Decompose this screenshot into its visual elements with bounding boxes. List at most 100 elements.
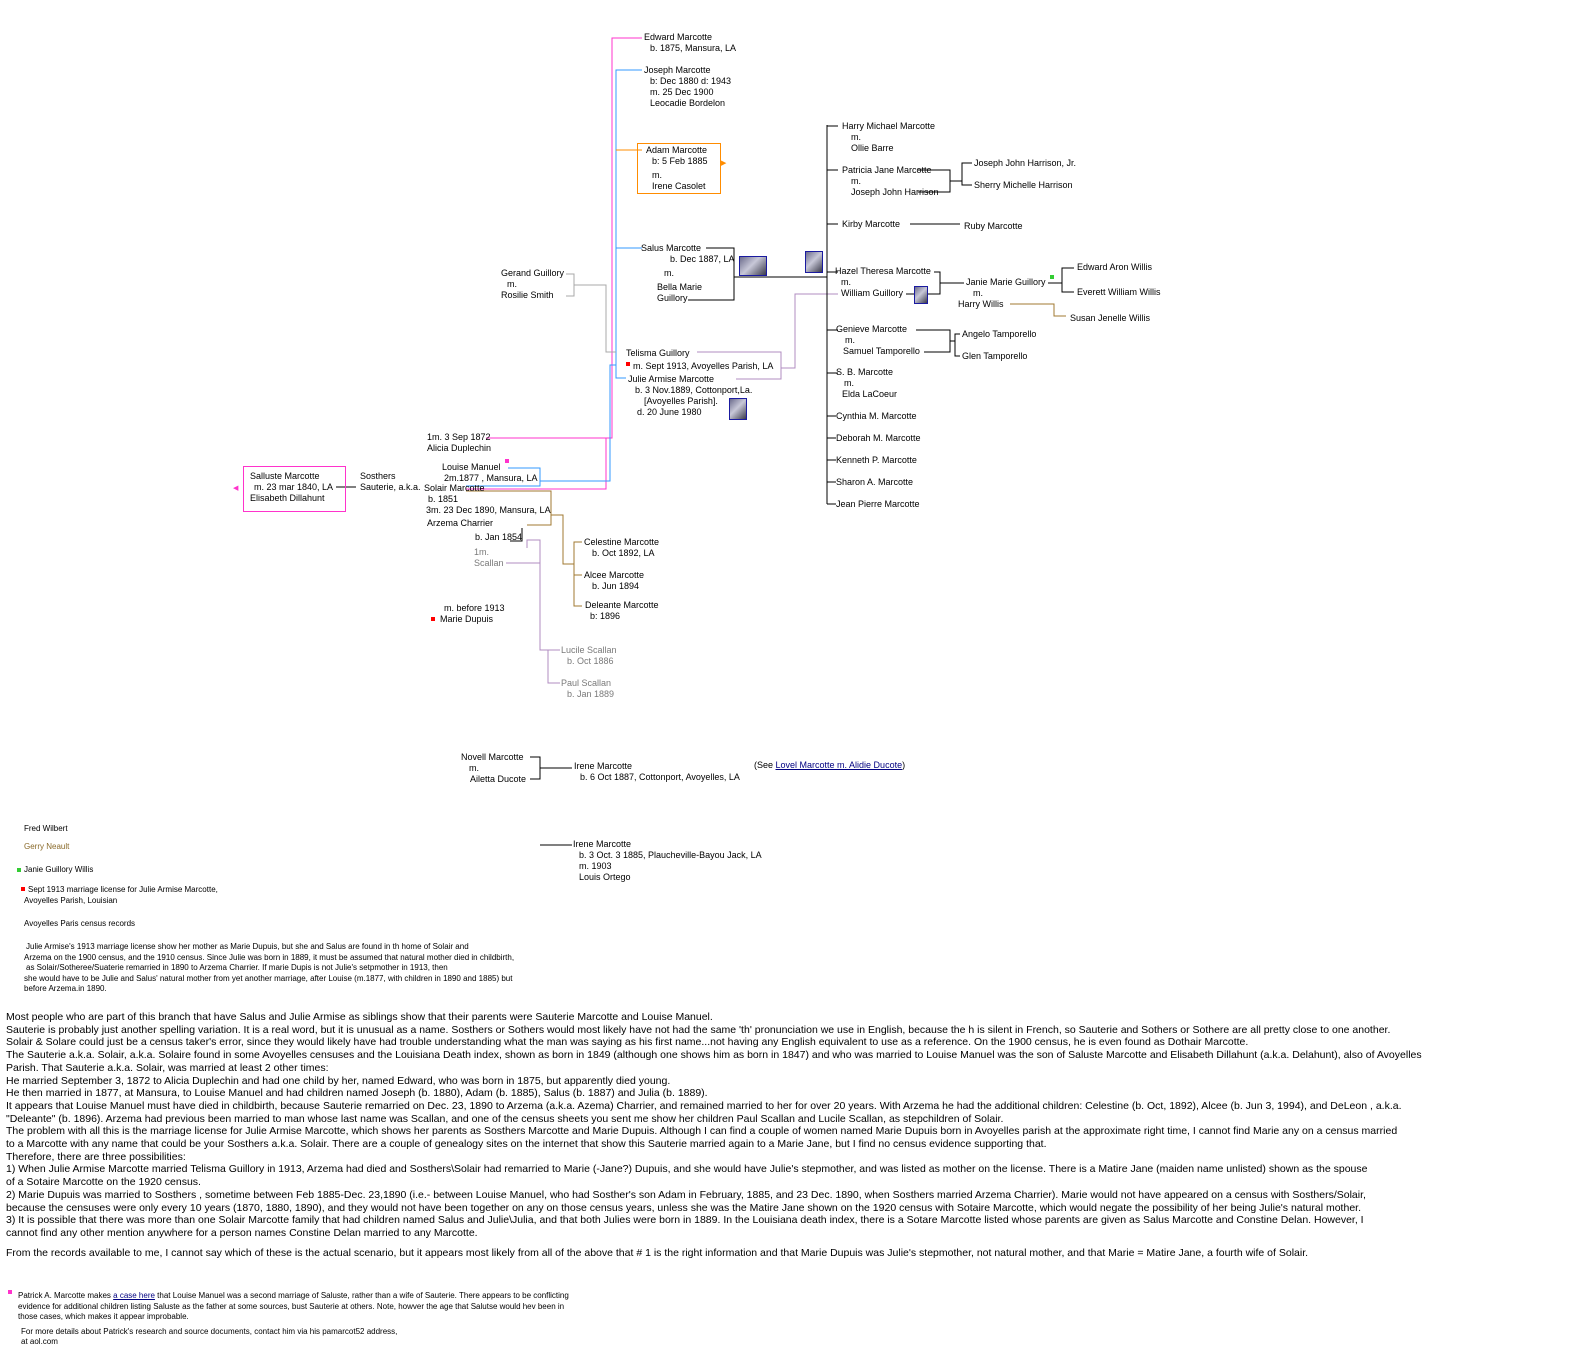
footnote-marker [8,1290,12,1294]
para-line-6: He then married in 1877, at Mansura, to … [6,1087,708,1100]
sb-spouse: Elda LaCoeur [842,389,898,399]
sosthers-node: Sosthers Sauterie, a.k.a. [360,471,421,493]
arzema-birth: b. Jan 1854 [475,532,523,542]
paul-name: Paul Scallan [561,678,612,688]
irene-1885-node: Irene Marcotte b. 3 Oct. 3 1885, Plauche… [573,839,762,883]
alcee-node: Alcee Marcotte b. Jun 1894 [584,570,644,592]
edward-birth: b. 1875, Mansura, LA [650,43,737,53]
sb-m: m. [844,378,854,388]
adam-box [637,143,721,194]
sharon-name: Sharon A. Marcotte [836,477,914,487]
adam-birth: b: 5 Feb 1885 [652,156,708,166]
lucile-node: Lucile Scallan b. Oct 1886 [561,645,617,667]
para-line-3: The Sauterie a.k.a. Solair, a.k.a. Solai… [6,1049,1422,1062]
legend-license-marker [21,887,25,891]
janie-spouse: Harry Willis [958,299,1004,309]
note-line-1: Julie Armise's 1913 marriage license sho… [26,942,469,951]
joseph-dates: b: Dec 1880 d: 1943 [650,76,732,86]
telisma-marriage-marker [626,362,630,366]
para-line-4: Parish. That Sauterie a.k.a. Solair, was… [6,1061,329,1074]
marriage-license-note: Julie Armise's 1913 marriage license sho… [24,942,514,995]
irene-1887-name: Irene Marcotte [574,761,633,771]
novell-m: m. [469,763,479,773]
footnote-line-2: evidence for additional children listing… [18,1301,565,1311]
legend-license-line-1: Sept 1913 marriage license for Julie Arm… [28,885,218,894]
arzema-node: Arzema Charrier b. Jan 1854 [427,518,522,543]
legend-gerry: Gerry Neault [24,842,70,851]
see-also-prefix: (See [754,760,776,770]
adam-right-arrow[interactable]: ▶ [721,160,727,167]
patricia-child-2: Sherry Michelle Harrison [974,180,1073,190]
second-marriage: 2m.1877 , Mansura, LA [444,473,538,483]
alcee-birth: b. Jun 1894 [592,581,640,591]
patricia-m: m. [851,176,861,186]
salluste-left-arrow[interactable]: ◀ [233,485,239,492]
celestine-node: Celestine Marcotte b. Oct 1892, LA [584,537,659,559]
gerand-name: Gerand Guillory [501,268,565,278]
para-line-13: of a Sotaire Marcotte on the 1920 census… [6,1176,201,1189]
salus-spouse-2: Guillory [657,293,688,303]
salus-node: Salus Marcotte b. Dec 1887, LA m. Bella … [641,243,735,304]
hazel-node: Hazel Theresa Marcotte m. William Guillo… [835,266,931,299]
gerand-m: m. [507,279,517,289]
deleante-node: Deleante Marcotte b: 1896 [585,600,659,622]
genieve-child-2: Glen Tamporello [962,351,1028,361]
julie-name: Julie Armise Marcotte [628,374,715,384]
analysis-text: Most people who are part of this branch … [6,1011,1566,1259]
para-line-9: The problem with all this is the marriag… [6,1125,1398,1138]
janie-child-2: Everett William Willis [1077,287,1161,297]
jean-pierre-name: Jean Pierre Marcotte [836,499,920,509]
para-line-16: 3) It is possible that there was more th… [6,1214,1364,1227]
alcee-name: Alcee Marcotte [584,570,645,580]
para-line-17: cannot find any other mention anywhere f… [6,1226,478,1239]
salus-photo[interactable] [739,256,767,276]
salluste-box [243,466,346,512]
edward-name: Edward Marcotte [644,32,713,42]
julie-photo[interactable] [729,398,747,420]
patricia-name: Patricia Jane Marcotte [842,165,932,175]
william-guillory-photo[interactable] [914,286,928,304]
salus-family-photo[interactable] [805,251,823,273]
harry-michael-name: Harry Michael Marcotte [842,121,936,131]
telisma-name: Telisma Guillory [626,348,690,358]
footnote-contact-1: For more details about Patrick's researc… [21,1326,398,1336]
solair-name: Solair Marcotte [424,483,485,493]
lucile-birth: b. Oct 1886 [567,656,614,666]
cynthia-name: Cynthia M. Marcotte [836,411,917,421]
para-line-0: Most people who are part of this branch … [6,1011,713,1023]
lovel-marcotte-link[interactable]: Lovel Marcotte m. Alidie Ducote [775,760,903,770]
irene-1887-birth: b. 6 Oct 1887, Cottonport, Avoyelles, LA [580,772,740,782]
solair-birth: b. 1851 [428,494,459,504]
footnote-line-3: those cases, which makes it appear impro… [18,1312,189,1321]
telisma-marriage: m. Sept 1913, Avoyelles Parish, LA [633,361,774,371]
genieve-node: Genieve Marcotte m. Samuel Tamporello [836,324,920,357]
para-line-1: Sauterie is probably just another spelli… [6,1023,1391,1036]
louise-name: Louise Manuel [442,462,501,472]
first-marriage-spouse: Alicia Duplechin [427,443,492,453]
marie-dupuis-node: m. before 1913 Marie Dupuis [440,603,505,625]
harry-michael-spouse: Ollie Barre [851,143,894,153]
para-line-11: Therefore, there are three possibilities… [6,1150,186,1163]
marie-dupuis-name: Marie Dupuis [440,614,494,624]
salus-spouse-1: Bella Marie [657,282,703,292]
para-line-2: Solair & Solare could just be a census t… [6,1036,1249,1049]
julie-birth: b. 3 Nov.1889, Cottonport,La. [635,385,753,395]
legend-census: Avoyelles Paris census records [24,919,136,928]
julie-parish: [Avoyelles Parish]. [644,396,718,406]
arzema-first-marriage-label: 1m. [474,547,490,557]
para-line-12: 1) When Julie Armise Marcotte married Te… [6,1163,1368,1176]
para-line-10: to a Marcotte with any name that could b… [6,1138,1047,1151]
case-here-link[interactable]: a case here [113,1291,155,1300]
paul-birth: b. Jan 1889 [567,689,615,699]
kenneth-name: Kenneth P. Marcotte [836,455,917,465]
marie-dupuis-marker [431,617,435,621]
hazel-spouse: William Guillory [841,288,904,298]
janie-name: Janie Marie Guillory [966,277,1046,287]
legend-license: Sept 1913 marriage license for Julie Arm… [24,885,218,906]
footnote-line-1: Patrick A. Marcotte makes a case here th… [18,1291,569,1302]
harry-michael-node: Harry Michael Marcotte m. Ollie Barre [842,121,935,154]
hazel-name: Hazel Theresa Marcotte [835,266,931,276]
footnote-prefix: Patrick A. Marcotte makes [18,1291,114,1300]
legend-janie: Janie Guillory Willis [24,865,94,874]
